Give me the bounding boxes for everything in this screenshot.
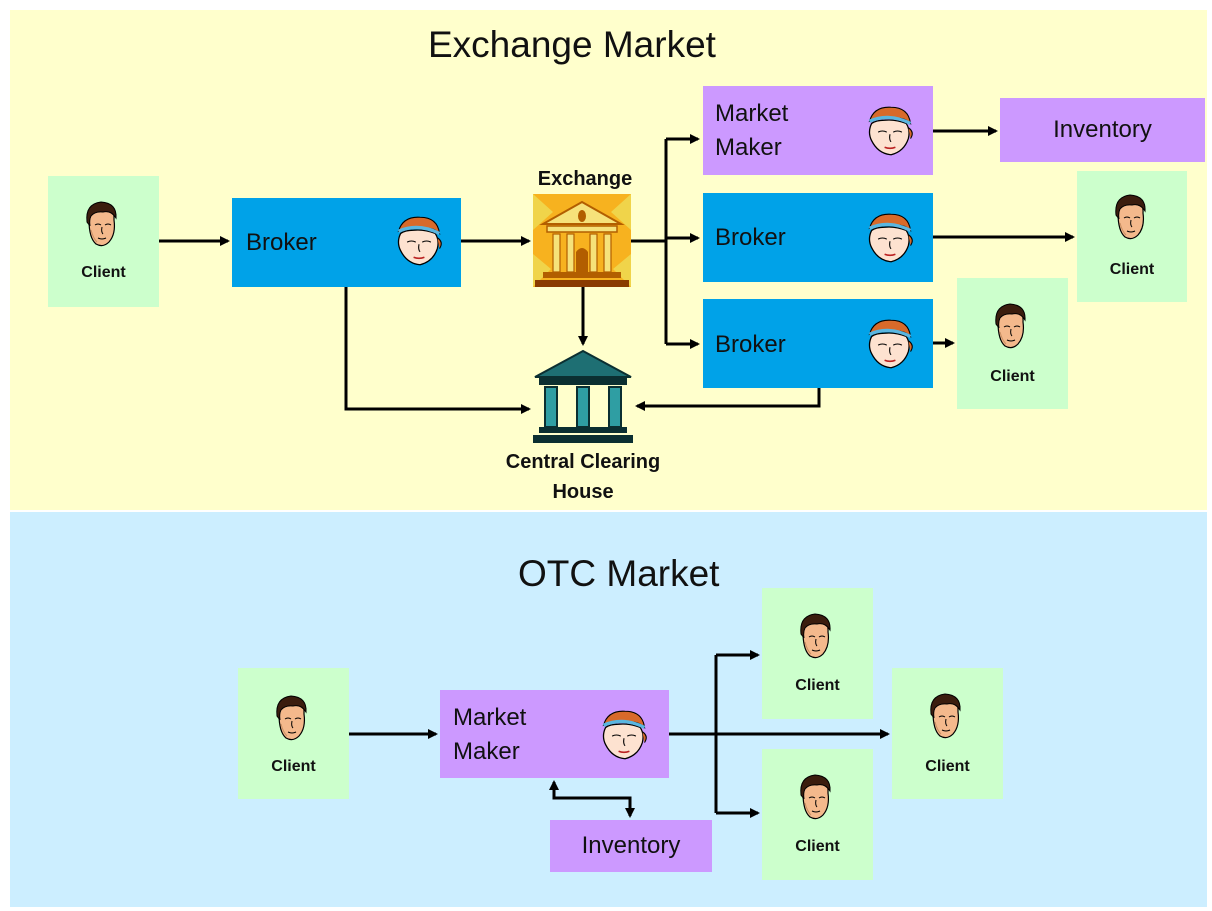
client-label: Client	[81, 264, 126, 281]
market-maker-box-exchange: Market Maker	[703, 86, 933, 175]
inventory-label: Inventory	[1053, 116, 1152, 143]
broker-box-right-top: Broker	[703, 193, 933, 282]
market-maker-label-line1: Market	[453, 704, 527, 731]
market-maker-label-line1: Market	[715, 100, 789, 127]
client-label: Client	[925, 758, 970, 775]
client-label: Client	[795, 677, 840, 694]
exchange-market-title: Exchange Market	[428, 24, 716, 65]
arrow-mm-to-inventory	[552, 792, 635, 818]
exchange-building-icon	[533, 194, 631, 287]
client-label: Client	[1109, 261, 1155, 278]
market-maker-box-otc: Market Maker	[440, 690, 669, 778]
broker-box-left: Broker	[232, 198, 461, 287]
client-box-otc-middle: Client	[892, 668, 1003, 799]
arrow-broker-right-to-clearing	[635, 388, 821, 411]
clearing-house-label-line1: Central Clearing	[505, 451, 661, 473]
broker-box-right-bottom: Broker	[703, 299, 933, 388]
client-box-exchange-right-top: Client	[1077, 171, 1187, 302]
inventory-box-otc: Inventory	[550, 820, 712, 872]
client-label: Client	[990, 368, 1035, 385]
inventory-box-exchange: Inventory	[1000, 98, 1205, 162]
broker-label: Broker	[715, 331, 786, 358]
broker-label: Broker	[715, 224, 786, 251]
inventory-label: Inventory	[581, 832, 681, 859]
client-box-otc-top: Client	[762, 588, 873, 719]
client-label: Client	[271, 758, 316, 775]
client-box-exchange-left: Client	[48, 176, 159, 307]
exchange-label: Exchange	[537, 168, 633, 190]
market-maker-label-line2: Maker	[715, 134, 782, 161]
client-box-exchange-right-bottom: Client	[957, 278, 1068, 409]
client-label: Client	[795, 838, 840, 855]
client-box-otc-left: Client	[238, 668, 349, 799]
market-maker-label-line2: Maker	[453, 738, 520, 765]
otc-market-title: OTC Market	[518, 553, 720, 594]
clearing-house-icon	[533, 349, 633, 443]
arrow-broker-to-clearing	[344, 287, 531, 414]
clearing-house-label-line2: House	[552, 481, 614, 503]
broker-label: Broker	[246, 229, 317, 256]
client-box-otc-bottom: Client	[762, 749, 873, 880]
